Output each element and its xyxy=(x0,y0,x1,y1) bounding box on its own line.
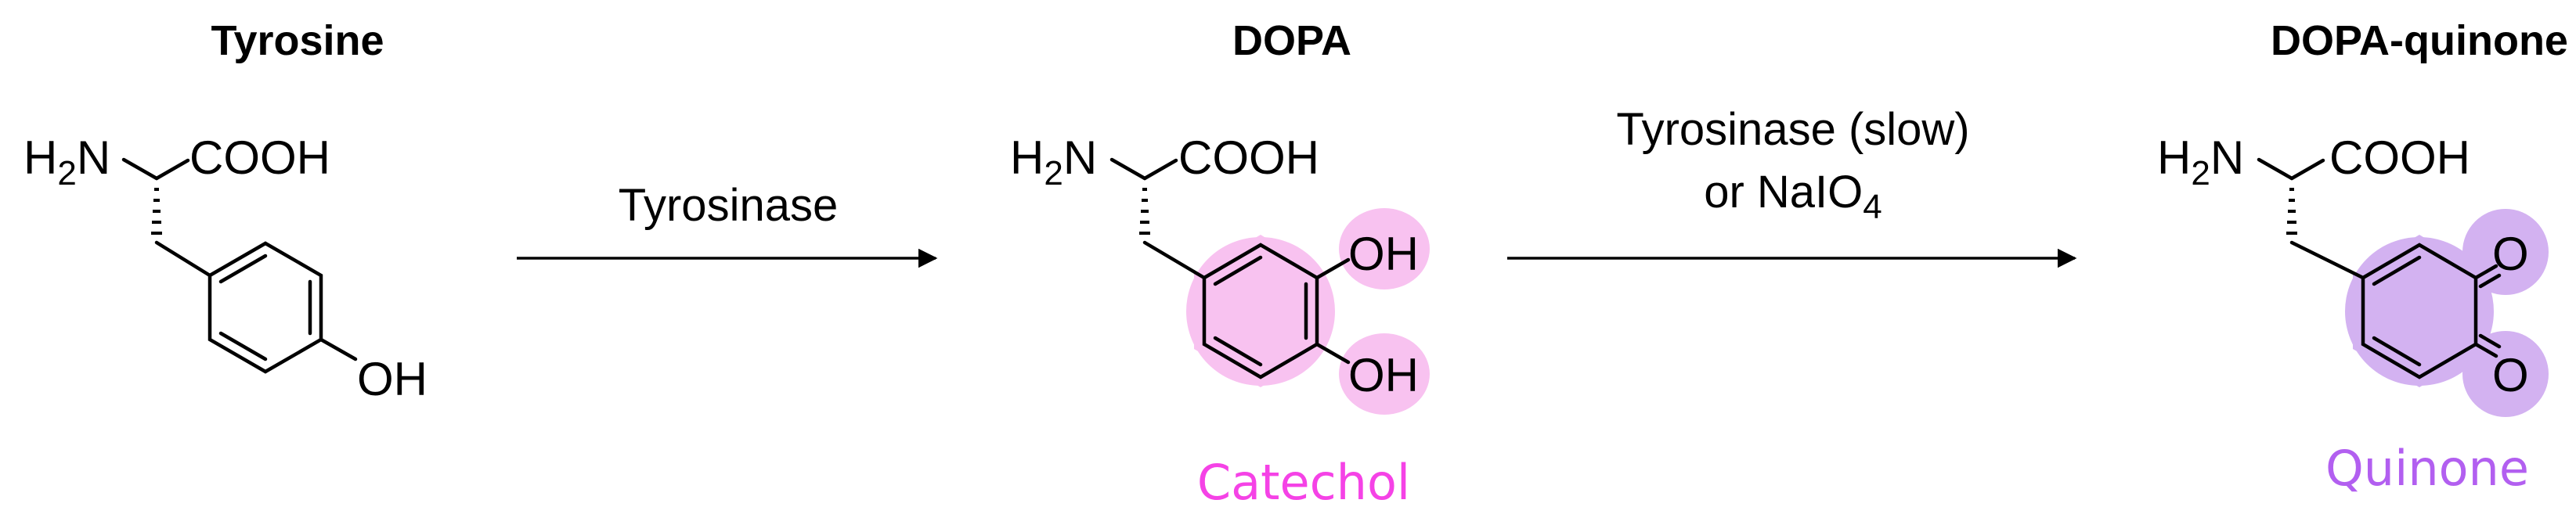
dopa-title: DOPA xyxy=(1232,17,1351,64)
dopa-hydroxyl-bottom-label: OH xyxy=(1348,349,1419,401)
quinone-acid-label: COOH xyxy=(2329,131,2470,184)
catechol-label: Catechol xyxy=(1197,454,1410,511)
reaction-step-2: Tyrosinase (slow) or NaIO4 xyxy=(1507,104,2077,268)
reaction-2-line2: or NaIO4 xyxy=(1704,167,1882,226)
quinone-highlight xyxy=(2345,209,2549,417)
tyrosine-molecule: Tyrosine H2N COOH OH xyxy=(23,17,428,405)
dopa-molecule: DOPA H2N COOH OH OH Catechol xyxy=(1010,17,1430,511)
dopa-amine-label: H2N xyxy=(1010,131,1097,192)
dopa-bonds xyxy=(1109,157,1351,379)
reaction-1-label: Tyrosinase xyxy=(619,180,838,231)
quinone-amine-label: H2N xyxy=(2157,131,2244,192)
reaction-2-line1: Tyrosinase (slow) xyxy=(1616,104,1969,155)
tyrosine-amine-label: H2N xyxy=(23,131,110,192)
quinone-oxygen-bottom-label: O xyxy=(2492,349,2529,401)
tyrosine-acid-label: COOH xyxy=(189,131,330,184)
dopa-quinone-molecule: DOPA-quinone H2N COOH O O Quinone xyxy=(2157,17,2568,497)
dopa-acid-label: COOH xyxy=(1178,131,1319,184)
dopa-hydroxyl-top-label: OH xyxy=(1348,228,1419,280)
reaction-step-1: Tyrosinase xyxy=(517,180,938,268)
quinone-oxygen-top-label: O xyxy=(2492,228,2529,280)
quinone-bonds xyxy=(2257,157,2502,379)
tyrosine-hydroxyl-label: OH xyxy=(357,353,428,405)
catechol-highlight xyxy=(1186,208,1430,415)
tyrosine-bonds xyxy=(121,157,358,374)
tyrosine-title: Tyrosine xyxy=(211,17,384,64)
quinone-label: Quinone xyxy=(2325,440,2529,497)
dopa-quinone-title: DOPA-quinone xyxy=(2271,17,2568,64)
